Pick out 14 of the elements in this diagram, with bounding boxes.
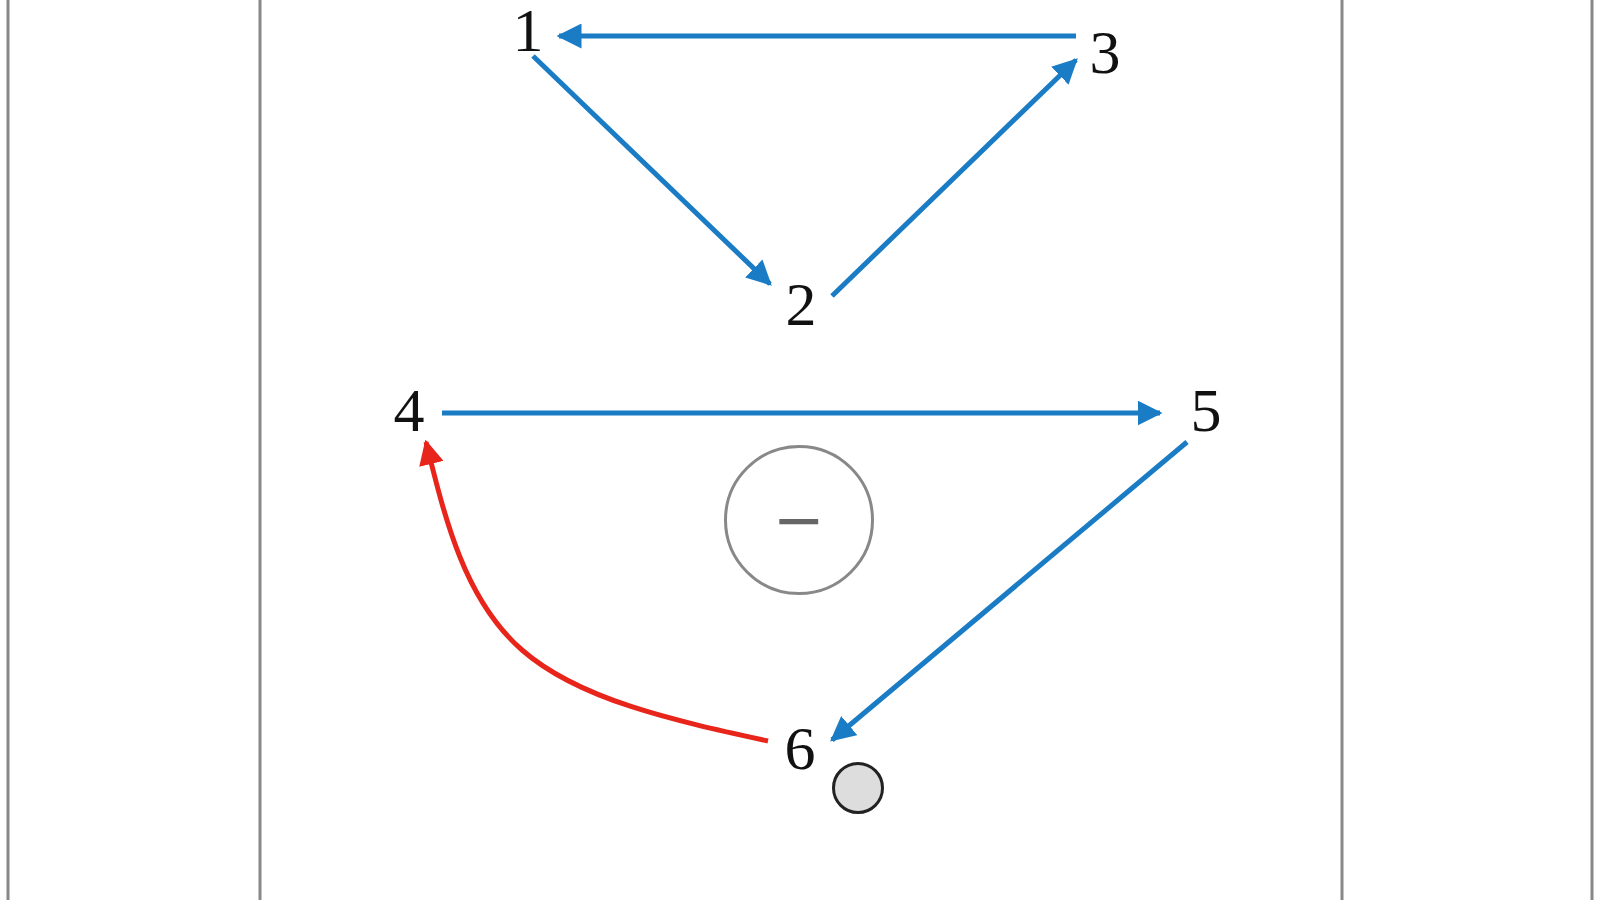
arrow: [830, 440, 1189, 742]
node-number: 3: [1089, 21, 1121, 83]
arrow: [556, 23, 1076, 49]
node-number: 6: [784, 717, 816, 779]
circle-marker: [832, 762, 884, 814]
node-number: 2: [785, 273, 817, 335]
node-number: 4: [393, 379, 425, 441]
minus-sign: −: [773, 489, 825, 551]
arrow: [442, 400, 1163, 426]
node-number: 1: [512, 0, 544, 61]
arrow: [419, 439, 769, 744]
node-number: 5: [1190, 379, 1222, 441]
arrow: [531, 54, 772, 286]
arrow: [830, 58, 1078, 298]
